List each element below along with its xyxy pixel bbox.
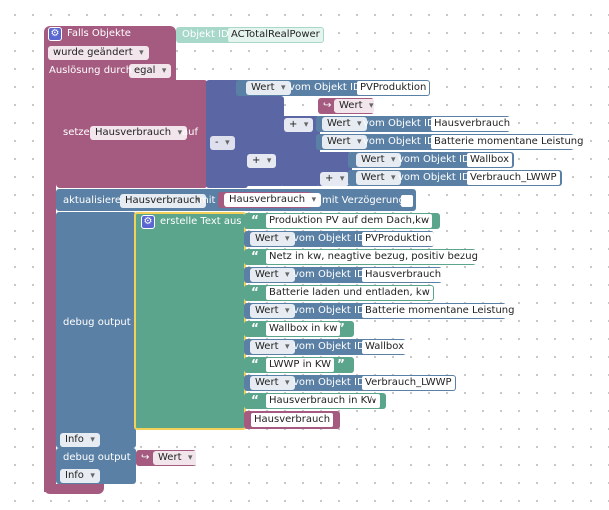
text-t6-field[interactable]: Hausverbrauch in KW bbox=[266, 394, 380, 408]
gear-icon[interactable]: ⚙ bbox=[48, 27, 62, 41]
return-arrow-icon: ↪ bbox=[323, 100, 332, 111]
text-join-label: erstelle Text aus bbox=[160, 216, 242, 227]
debug-wert-lwwp-field[interactable]: Verbrauch_LWWP bbox=[362, 376, 455, 390]
quote-close-icon: ” bbox=[337, 321, 345, 335]
delay-label: mit Verzögerung bbox=[322, 195, 405, 206]
debug-wert-batterie-dropdown[interactable]: Wert bbox=[250, 304, 295, 318]
debug1-block[interactable] bbox=[56, 212, 136, 448]
minus-math-block[interactable] bbox=[206, 80, 248, 188]
aktualisiere-mit-label: mit bbox=[199, 195, 216, 206]
wert-hausverbrauch-field[interactable]: Hausverbrauch bbox=[431, 117, 514, 131]
aktualisiere-value-dropdown[interactable]: Hausverbrauch bbox=[224, 193, 322, 207]
quote-close-icon: ” bbox=[417, 285, 425, 299]
debug2-level-dropdown[interactable]: Info bbox=[60, 469, 100, 483]
debug-wert-pv-vom: vom Objekt ID bbox=[293, 233, 365, 244]
quote-open-icon: “ bbox=[251, 213, 259, 227]
debug-wert-wallbox-field[interactable]: Wallbox bbox=[362, 340, 408, 354]
debug-wert-hausverbrauch-dropdown[interactable]: Wert bbox=[250, 268, 295, 282]
wert-hausverbrauch-vom: vom Objekt ID bbox=[363, 118, 435, 129]
aktualisiere-label: aktualisiere bbox=[63, 195, 122, 206]
wert-batterie-vom: vom Objekt ID bbox=[363, 136, 435, 147]
wert-wallbox-dropdown[interactable]: Wert bbox=[356, 153, 401, 167]
wert-batterie-field[interactable]: Batterie momentane Leistung bbox=[431, 135, 587, 149]
debug-hausverbrauch-var-field[interactable]: Hausverbrauch bbox=[251, 413, 334, 427]
debug2-wert-dropdown[interactable]: Wert bbox=[153, 451, 198, 465]
plus-inner-2-op[interactable]: + bbox=[320, 172, 350, 186]
setze-label: setze bbox=[63, 127, 90, 138]
plus-math-outer[interactable] bbox=[244, 96, 284, 186]
trigger-body-spine bbox=[44, 84, 56, 492]
quote-open-icon: “ bbox=[251, 249, 259, 263]
minus-op-dropdown[interactable]: - bbox=[210, 136, 235, 150]
text-t5-field[interactable]: LWWP in KW bbox=[266, 358, 335, 372]
quote-open-icon: “ bbox=[251, 393, 259, 407]
trigger-object-label: Objekt ID bbox=[182, 29, 229, 40]
debug-wert-hausverbrauch-vom: vom Objekt ID bbox=[293, 269, 365, 280]
debug-wert-lwwp-vom: vom Objekt ID bbox=[293, 377, 365, 388]
delay-checkbox[interactable] bbox=[401, 195, 413, 207]
wert-variable-dropdown[interactable]: Wert bbox=[334, 99, 379, 113]
trigger-object-field[interactable]: ACTotalRealPower bbox=[228, 28, 323, 42]
text-t4-field[interactable]: Wallbox in kw bbox=[266, 322, 341, 336]
debug-wert-pv-dropdown[interactable]: Wert bbox=[250, 232, 295, 246]
debug1-label: debug output bbox=[63, 317, 131, 328]
gear-icon[interactable]: ⚙ bbox=[141, 215, 155, 229]
quote-close-icon: ” bbox=[422, 213, 430, 227]
quote-open-icon: “ bbox=[251, 321, 259, 335]
debug-wert-hausverbrauch-field[interactable]: Hausverbrauch bbox=[362, 268, 445, 282]
text-t2-field[interactable]: Netz in kw, neagtive bezug, positiv bezu… bbox=[266, 250, 481, 264]
quote-open-icon: “ bbox=[251, 357, 259, 371]
text-join-block[interactable] bbox=[134, 212, 246, 430]
debug-wert-batterie-vom: vom Objekt ID bbox=[293, 305, 365, 316]
debug-wert-wallbox-vom: vom Objekt ID bbox=[293, 341, 365, 352]
aktualisiere-target-dropdown[interactable]: Hausverbrauch bbox=[120, 194, 207, 208]
wert-pv-dropdown[interactable]: Wert bbox=[246, 81, 291, 95]
text-t3-field[interactable]: Batterie laden und entladen, kw bbox=[266, 286, 433, 300]
trigger-changed-dropdown[interactable]: wurde geändert bbox=[48, 46, 149, 60]
debug-wert-pv-field[interactable]: PVProduktion bbox=[362, 232, 435, 246]
wert-wallbox-vom: vom Objekt ID bbox=[398, 154, 470, 165]
quote-open-icon: “ bbox=[251, 285, 259, 299]
plus-inner-1-op[interactable]: + bbox=[284, 118, 314, 132]
quote-close-icon: ” bbox=[460, 249, 468, 263]
debug1-level-dropdown[interactable]: Info bbox=[60, 433, 100, 447]
ausloesung-dropdown[interactable]: egal bbox=[129, 64, 172, 78]
debug-wert-wallbox-dropdown[interactable]: Wert bbox=[250, 340, 295, 354]
wert-lwwp-vom: vom Objekt ID bbox=[398, 172, 470, 183]
quote-close-icon: ” bbox=[337, 357, 345, 371]
trigger-body-bottom bbox=[44, 484, 104, 494]
ausloesung-label: Auslösung durch bbox=[49, 65, 133, 76]
wert-lwwp-field[interactable]: Verbrauch_LWWP bbox=[467, 171, 560, 185]
trigger-title: Falls Objekte bbox=[67, 28, 131, 39]
text-t1-field[interactable]: Produktion PV auf dem Dach,kw bbox=[266, 214, 433, 228]
wert-wallbox-field[interactable]: Wallbox bbox=[467, 153, 513, 167]
wert-pv-vom: vom Objekt ID bbox=[289, 82, 361, 93]
wert-hausverbrauch-dropdown[interactable]: Wert bbox=[322, 117, 367, 131]
quote-close-icon: ” bbox=[370, 393, 378, 407]
wert-pv-field[interactable]: PVProduktion bbox=[357, 81, 430, 95]
setze-variable-dropdown[interactable]: Hausverbrauch bbox=[90, 126, 188, 140]
return-arrow-icon: ↪ bbox=[141, 452, 150, 463]
debug-wert-batterie-field[interactable]: Batterie momentane Leistung bbox=[362, 304, 518, 318]
debug2-label: debug output bbox=[63, 452, 131, 463]
plus-outer-op[interactable]: + bbox=[247, 154, 277, 168]
wert-batterie-dropdown[interactable]: Wert bbox=[322, 135, 367, 149]
setze-auf-label: auf bbox=[182, 127, 198, 138]
wert-lwwp-dropdown[interactable]: Wert bbox=[356, 171, 401, 185]
debug-wert-lwwp-dropdown[interactable]: Wert bbox=[250, 376, 295, 390]
